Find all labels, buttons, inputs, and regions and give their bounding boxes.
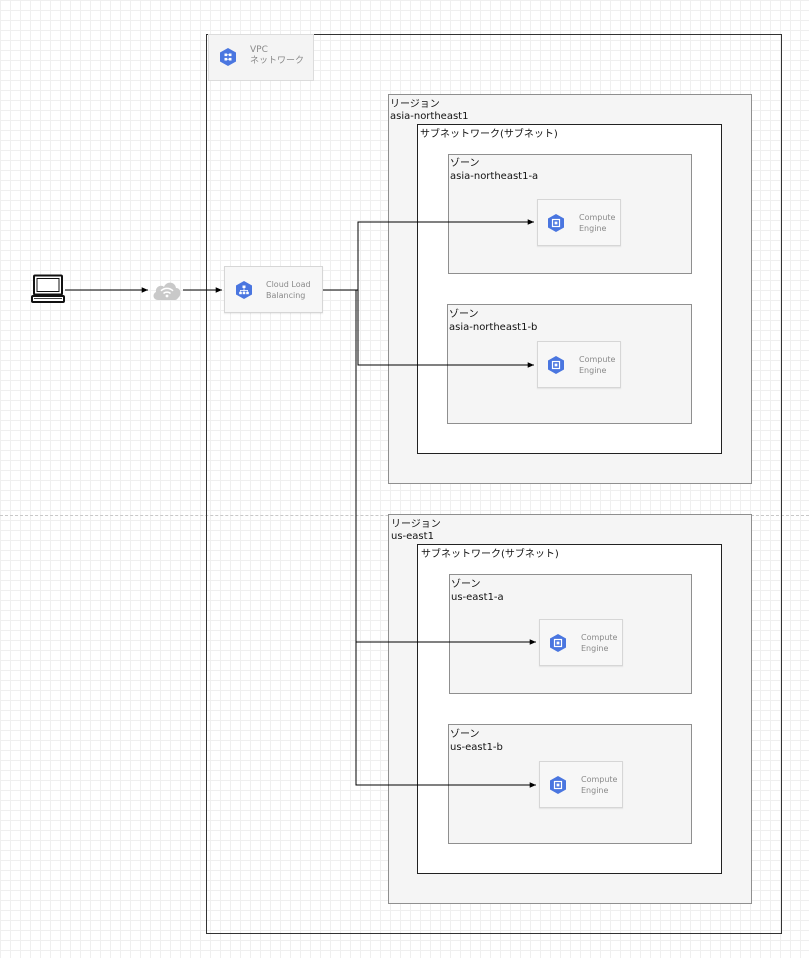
- edge-lb-to-asia-a: [323, 219, 534, 291]
- vpc-container: [206, 34, 782, 934]
- compute-label-line1: Compute: [579, 213, 616, 222]
- compute-engine-card[interactable]: Compute Engine: [539, 761, 623, 808]
- compute-label-line2: Engine: [581, 786, 609, 795]
- compute-label-line2: Engine: [579, 366, 607, 375]
- compute-label-line1: Compute: [579, 355, 616, 364]
- compute-engine-icon: [550, 776, 566, 794]
- region-name: asia-northeast1: [390, 111, 469, 122]
- compute-label-line2: Engine: [579, 224, 607, 233]
- vpc-label-card: VPC ネットワーク: [208, 34, 314, 81]
- vpc-network-icon: [220, 48, 236, 66]
- vpc-subtitle: ネットワーク: [250, 56, 305, 66]
- zone-name: us-east1-b: [450, 742, 503, 753]
- compute-engine-icon: [548, 356, 564, 374]
- edge-lb-to-us-b: [323, 289, 536, 788]
- compute-label-line1: Compute: [581, 633, 618, 642]
- compute-label-line2: Engine: [581, 644, 609, 653]
- edge-lb-to-asia-b: [323, 289, 534, 368]
- zone-label: ゾーン: [450, 158, 480, 169]
- region-name: us-east1: [391, 531, 434, 542]
- edge-lb-to-us-a: [323, 289, 536, 645]
- zone-name: asia-northeast1-a: [450, 171, 539, 182]
- subnet-label: サブネットワーク(サブネット): [420, 129, 558, 140]
- cloud-wifi-icon: [153, 282, 181, 300]
- zone-label: ゾーン: [450, 729, 480, 740]
- compute-engine-card[interactable]: Compute Engine: [537, 341, 621, 388]
- laptop-icon[interactable]: [31, 274, 65, 304]
- compute-label-line1: Compute: [581, 775, 618, 784]
- cloud-load-balancing-icon: [236, 281, 252, 299]
- zone-label: ゾーン: [449, 309, 479, 320]
- compute-engine-card[interactable]: Compute Engine: [539, 619, 623, 666]
- cloud-load-balancing-card[interactable]: Cloud Load Balancing: [224, 266, 323, 313]
- compute-engine-icon: [550, 634, 566, 652]
- vpc-title: VPC: [250, 45, 268, 55]
- zone-label: ゾーン: [451, 579, 481, 590]
- compute-engine-card[interactable]: Compute Engine: [537, 199, 621, 246]
- lb-label-line1: Cloud Load: [266, 280, 311, 289]
- subnet-label: サブネットワーク(サブネット): [421, 549, 559, 560]
- compute-engine-icon: [548, 214, 564, 232]
- zone-name: asia-northeast1-b: [449, 322, 538, 333]
- zone-name: us-east1-a: [451, 592, 504, 603]
- lb-label-line2: Balancing: [266, 291, 306, 300]
- region-label: リージョン: [390, 99, 440, 110]
- region-label: リージョン: [391, 519, 441, 530]
